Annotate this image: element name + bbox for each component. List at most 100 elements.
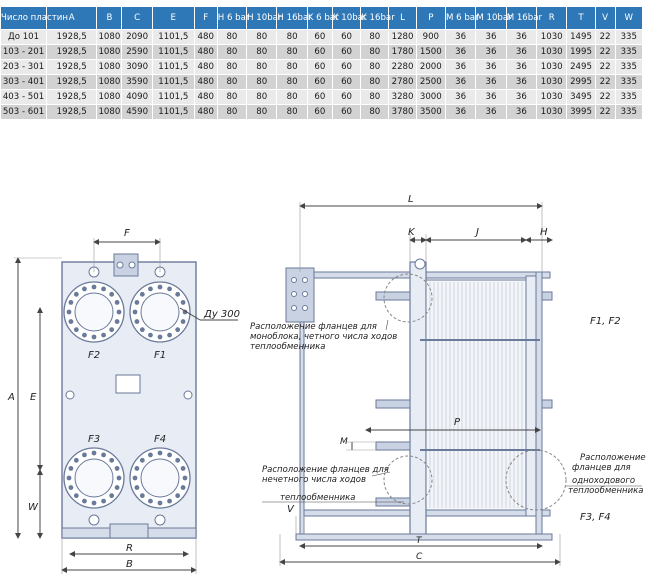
dim-l: L [408,194,414,205]
table-cell: 80 [246,44,278,60]
table-cell: 335 [614,104,644,120]
table-cell: 22 [594,29,616,45]
table-cell: 1080 [96,89,123,105]
table-cell: 1030 [536,29,568,45]
table-cell: 60 [331,74,362,90]
flange-f1 [129,281,191,343]
table-cell: 80 [216,44,248,60]
table-cell: 1500 [415,44,446,60]
table-cell: 480 [193,44,218,60]
table-cell: 900 [415,29,446,45]
table-cell: 1101,5 [151,89,195,105]
table-header-cell: K 6 bar [306,6,339,30]
port-label-f3: F3 [88,434,100,445]
table-cell: 80 [216,89,248,105]
table-cell: 36 [475,59,507,75]
flange-f4 [129,447,191,509]
dim-p: P [454,417,461,428]
table-cell: 80 [276,89,308,105]
table-cell: 335 [614,59,644,75]
note-mono-line2: моноблока, четного числа ходов [250,332,397,342]
table-cell: 335 [614,74,644,90]
table-cell: 60 [306,74,333,90]
table-cell: 103 - 201 [0,44,48,60]
table-cell: 1101,5 [151,44,195,60]
dim-r: R [126,543,133,554]
note-single-line1: Расположение [580,453,646,463]
note-odd-line2: нечетного числа ходов [262,475,366,485]
table-cell: 1030 [536,44,568,60]
table-cell: 80 [246,29,278,45]
note-odd-line3: теплообменника [280,493,355,503]
dim-j: J [474,227,479,238]
table-cell: 1080 [96,74,123,90]
table-cell: 2000 [415,59,446,75]
table-cell: 36 [444,104,477,120]
table-cell: 22 [594,104,616,120]
note-single-line3: одноходового [572,476,635,486]
table-cell: 3000 [415,89,446,105]
table-cell: 22 [594,44,616,60]
dim-w: W [28,502,39,513]
table-cell: 335 [614,29,644,45]
table-cell: 60 [331,104,362,120]
dim-t: T [416,536,423,546]
table-cell: 80 [246,74,278,90]
table-cell: 1080 [96,29,123,45]
port-label-f2: F2 [88,350,100,361]
table-cell: 80 [360,29,390,45]
table-cell: 36 [505,29,538,45]
table-cell: 80 [216,59,248,75]
table-cell: 60 [306,59,333,75]
plate-pack [425,279,527,511]
table-header-cell: L [388,6,417,30]
table-cell: 3995 [566,104,596,120]
side-view: L K J H P M V T C Расположение [250,194,646,566]
table-header-cell: C [121,6,153,30]
table-cell: 1928,5 [46,74,98,90]
table-cell: 480 [193,74,218,90]
table-header-cell: F [193,6,218,30]
table-cell: 60 [306,104,333,120]
fixed-plate [409,261,427,539]
diameter-label: Ду 300 [203,309,240,320]
port-label-f4: F4 [154,434,166,445]
dim-c: C [416,552,423,562]
table-cell: 36 [505,59,538,75]
table-cell: 3780 [388,104,417,120]
port-group-f3f4: F3, F4 [580,512,611,523]
table-cell: 80 [246,104,278,120]
table-cell: 1030 [536,59,568,75]
table-cell: 503 - 601 [0,104,48,120]
table-header-cell: H 16bar [276,6,312,30]
table-cell: 1030 [536,74,568,90]
table-cell: 3280 [388,89,417,105]
table-header-cell: Число пластин [0,6,68,30]
table-cell: 1928,5 [46,59,98,75]
table-cell: 36 [444,59,477,75]
table-cell: 80 [246,89,278,105]
table-cell: 80 [276,44,308,60]
table-cell: 36 [475,89,507,105]
table-cell: 80 [276,74,308,90]
table-cell: 1101,5 [151,104,195,120]
table-cell: 60 [306,29,333,45]
table-cell: 1928,5 [46,29,98,45]
table-header-cell: R [536,6,568,30]
table-cell: 36 [505,44,538,60]
dim-v: V [287,504,295,515]
table-cell: 2590 [121,44,153,60]
table-cell: 36 [475,104,507,120]
table-cell: 22 [594,74,616,90]
table-cell: 4090 [121,89,153,105]
table-cell: 4590 [121,104,153,120]
table-cell: 36 [444,29,477,45]
table-cell: 3590 [121,74,153,90]
front-view: F2 F1 F3 F4 Ду 300 F A E W R B [7,228,240,574]
table-cell: 403 - 501 [0,89,48,105]
table-header-cell: H 10bar [246,6,281,30]
